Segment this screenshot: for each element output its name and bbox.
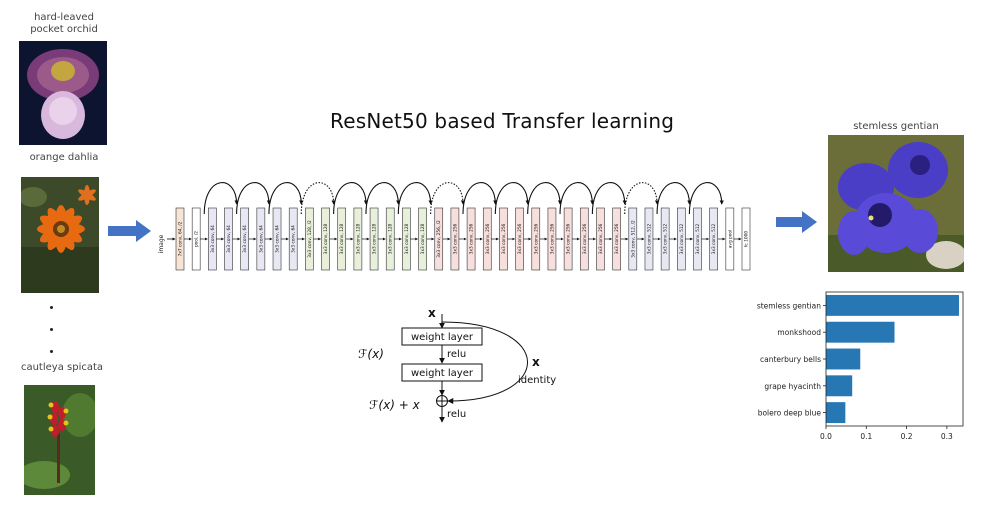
skip-connection — [365, 182, 401, 215]
resnet-architecture: image 7x7 conv, 64, /2 pool, /2 3x3 conv, … — [158, 182, 751, 271]
relu-mid-label: relu — [447, 349, 466, 360]
bar — [826, 375, 853, 397]
layer-label: 3x3 conv, 128 — [388, 223, 394, 254]
bar — [826, 348, 861, 370]
diagram-title: ResNet50 based Transfer learning — [330, 109, 675, 133]
layer-label: 3x3 conv, 512 — [663, 223, 669, 254]
fx-label: ℱ(x) — [358, 347, 384, 361]
layer-label: pool, /2 — [194, 231, 200, 247]
layer-label: 3x3 conv, 128 — [355, 223, 361, 254]
cautleya-photo — [24, 385, 95, 495]
layer-label: 3x3 conv, 512 — [695, 223, 701, 254]
image-label: image — [158, 234, 165, 253]
skip-connection — [268, 182, 304, 215]
layer-block — [369, 207, 379, 271]
layer-label: avg pool — [727, 230, 733, 248]
layer-block — [563, 207, 573, 271]
skip-connection — [333, 182, 369, 215]
orchid-caption: hard-leaved pocket orchid — [30, 12, 98, 35]
layer-label: 3x3 conv, 512, /2 — [630, 220, 636, 258]
layer-block — [321, 207, 330, 271]
layer-label: 3x3 conv, 256 — [549, 223, 555, 254]
category-tick-label: monkshood — [777, 328, 821, 337]
layer-label: 3x3 conv, 256, /2 — [436, 220, 442, 258]
bar — [826, 402, 846, 424]
ellipsis-dot — [50, 306, 53, 309]
layer-label: 3x3 conv, 256 — [517, 223, 523, 254]
skip-connection — [494, 182, 530, 215]
x-tick-label: 0.0 — [820, 432, 832, 441]
layer-label: fc 1000 — [744, 231, 750, 247]
category-tick-label: canterbury bells — [760, 355, 821, 364]
category-tick-label: stemless gentian — [757, 301, 821, 310]
layer-block — [741, 207, 751, 271]
layer-label: 3x3 conv, 512 — [711, 223, 717, 254]
layer-label: 3x3 conv, 128 — [372, 223, 378, 254]
layer-label: 3x3 conv, 256 — [533, 223, 539, 254]
layer-label: 3x3 conv, 128 — [404, 223, 410, 254]
relu-out-label: relu — [447, 409, 466, 420]
dahlia-caption: orange dahlia — [29, 152, 99, 163]
skip-connection — [591, 182, 627, 215]
weight-layer-2-label: weight layer — [411, 368, 474, 379]
layer-label: 3x3 conv, 64 — [242, 225, 248, 253]
orchid-photo — [19, 41, 107, 145]
layer-label: 3x3 conv, 128 — [339, 223, 345, 254]
bar — [826, 321, 895, 343]
layer-block — [612, 207, 621, 271]
layer-block — [660, 207, 670, 271]
layer-label: 3x3 conv, 256 — [485, 223, 491, 254]
category-tick-label: grape hyacinth — [764, 382, 821, 391]
layer-label: 3x3 conv, 256 — [582, 223, 588, 254]
layer-label: 3x3 conv, 256 — [598, 223, 604, 254]
identity-shortcut — [441, 321, 528, 404]
skip-connection — [203, 182, 239, 215]
skip-connection — [688, 182, 724, 215]
output-caption: stemless gentian — [853, 121, 939, 132]
skip-connection — [397, 182, 433, 215]
ellipsis-dot — [50, 350, 53, 353]
input-arrow-icon — [108, 220, 151, 242]
prediction-bar-chart: stemless gentian monkshood canterbury bell… — [757, 291, 964, 441]
x-tick-label: 0.2 — [901, 432, 913, 441]
residual-block-diagram: x weight layer relu weight layer relu ℱ(… — [358, 306, 556, 423]
layer-label: 3x3 conv, 64 — [258, 225, 264, 253]
layer-label: 3x3 conv, 256 — [501, 223, 507, 254]
output-arrow-icon — [776, 211, 817, 233]
x-tick-label: 0.3 — [941, 432, 953, 441]
layer-label: 3x3 conv, 256 — [469, 223, 475, 254]
layer-label: 3x3 conv, 128, /2 — [307, 220, 313, 258]
x-tick-label: 0.1 — [860, 432, 872, 441]
category-tick-label: bolero deep blue — [758, 409, 822, 418]
layer-label: 3x3 conv, 256 — [614, 223, 620, 254]
identity-label: identity — [518, 375, 556, 386]
layer-label: 3x3 conv, 128 — [420, 223, 426, 254]
layer-label: 3x3 conv, 256 — [566, 223, 572, 254]
skip-connection — [236, 182, 272, 215]
cautleya-caption: cautleya spicata — [20, 362, 104, 373]
skip-connection — [559, 182, 595, 215]
layer-label: 3x3 conv, 64 — [291, 225, 297, 253]
layer-label: 3x3 conv, 64 — [226, 225, 232, 253]
layer-label: 7x7 conv, 64, /2 — [178, 221, 184, 256]
bar — [826, 294, 959, 316]
layer-block — [515, 207, 524, 271]
layer-label: 3x3 conv, 256 — [452, 223, 458, 254]
ellipsis-dot — [50, 328, 53, 331]
skip-connection — [527, 182, 563, 215]
layer-label: 3x3 conv, 64 — [210, 225, 216, 253]
skip-connection — [462, 182, 498, 215]
skip-connection — [656, 182, 692, 215]
block-input-x: x — [428, 306, 436, 320]
layer-label: 3x3 conv, 512 — [679, 223, 685, 254]
layer-label: 3x3 conv, 64 — [275, 225, 281, 253]
identity-x-label: x — [532, 355, 540, 369]
gentian-photo — [828, 135, 964, 272]
layer-label: 3x3 conv, 128 — [323, 223, 329, 254]
fx-plus-x-label: ℱ(x) + x — [369, 398, 421, 412]
weight-layer-1-label: weight layer — [411, 332, 474, 343]
dahlia-photo — [21, 177, 99, 293]
layer-label: 3x3 conv, 512 — [646, 223, 652, 254]
